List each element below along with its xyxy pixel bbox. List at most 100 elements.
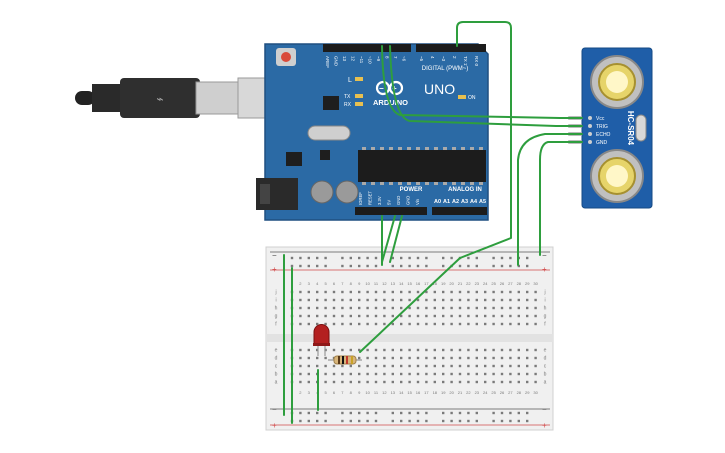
power-label: POWER <box>400 187 423 193</box>
row-label: c <box>275 364 278 370</box>
column-number: 24 <box>483 390 488 395</box>
column-number: 6 <box>333 281 336 286</box>
row-label: j <box>274 290 276 296</box>
column-number: 21 <box>458 390 463 395</box>
top-pin-label: ~3 <box>441 56 446 62</box>
row-label: a <box>544 380 547 386</box>
column-number: 9 <box>358 281 361 286</box>
power-pin-label: Vin <box>415 198 420 205</box>
column-number: 12 <box>382 281 387 286</box>
column-number: 17 <box>424 281 429 286</box>
wire-vcc <box>517 133 583 266</box>
row-label: a <box>275 380 278 386</box>
usb-chip <box>323 96 339 110</box>
column-number: 19 <box>441 281 446 286</box>
column-number: 13 <box>391 390 396 395</box>
column-number: 19 <box>441 390 446 395</box>
column-number: 9 <box>358 390 361 395</box>
column-number: 6 <box>333 390 336 395</box>
row-label: f <box>275 322 277 328</box>
column-number: 25 <box>491 281 496 286</box>
bottom-rail-minus-left: − <box>272 405 277 414</box>
row-label: i <box>275 298 276 304</box>
wire-pin2-to-resistor <box>359 21 512 353</box>
column-number: 14 <box>399 390 404 395</box>
column-number: 29 <box>525 281 530 286</box>
center-channel <box>266 334 553 342</box>
row-label: d <box>544 356 547 362</box>
top-pin-label: ~10 <box>368 56 373 64</box>
analog-pin-label: A1 <box>443 199 450 205</box>
column-number: 28 <box>517 281 522 286</box>
column-number: 11 <box>374 390 379 395</box>
column-number: 16 <box>416 281 421 286</box>
top-pin-label: ~5 <box>419 56 424 62</box>
analog-pin-label: A2 <box>452 199 459 205</box>
bottom-rail-plus-left: + <box>272 421 277 430</box>
column-number: 26 <box>500 281 505 286</box>
sensor-name: HC-SR04 <box>626 111 635 146</box>
top-pin-label: 7 <box>393 56 398 59</box>
led-body <box>313 324 330 345</box>
row-label: e <box>544 348 547 354</box>
column-number: 8 <box>350 281 353 286</box>
wire-gnd-sensor <box>539 141 583 256</box>
top-rail-plus-left: + <box>272 265 277 274</box>
tx-label: TX <box>344 94 351 100</box>
top-pin-label: ~6 <box>402 56 407 62</box>
sensor-pin-label: ECHO <box>596 132 611 138</box>
column-number: 18 <box>433 390 438 395</box>
column-number: 30 <box>533 281 538 286</box>
rx-label: RX <box>344 102 352 108</box>
power-pin-label: 3.3V <box>377 196 382 205</box>
top-pin-label: TX 1 <box>463 56 468 66</box>
top-pin-label: ~11 <box>359 56 364 64</box>
power-pin-label: RESET <box>368 191 373 205</box>
capacitor-2 <box>335 180 359 204</box>
digital-header-left <box>323 44 411 52</box>
column-number: 12 <box>382 390 387 395</box>
column-number: 2 <box>299 281 302 286</box>
analog-header <box>432 207 487 215</box>
column-number: 15 <box>407 281 412 286</box>
bottom-rail-plus-right: + <box>542 421 547 430</box>
wire-gnd-b <box>389 215 403 263</box>
row-label: g <box>275 314 278 320</box>
usb-icon: ⌁ <box>156 92 163 106</box>
row-label: h <box>544 306 547 312</box>
arduino-logo-icon: − + <box>375 80 404 96</box>
arduino-logo-text: ARDUINO <box>373 98 408 107</box>
column-number: 29 <box>525 390 530 395</box>
column-number: 26 <box>500 390 505 395</box>
analog-pin-label: A4 <box>470 199 478 205</box>
column-number: 13 <box>391 281 396 286</box>
top-pin-label: GND <box>334 56 339 67</box>
column-number: 20 <box>449 281 454 286</box>
analog-pin-label: A0 <box>434 199 441 205</box>
wire-trig <box>381 45 583 119</box>
analog-label: ANALOG IN <box>448 187 482 193</box>
row-label: c <box>544 364 547 370</box>
column-number: 27 <box>508 281 513 286</box>
row-label: b <box>275 372 278 378</box>
column-number: 23 <box>475 390 480 395</box>
digital-label: DIGITAL (PWM~) <box>422 66 469 72</box>
column-number: 17 <box>424 390 429 395</box>
row-label: e <box>275 348 278 354</box>
l-label: L <box>348 77 352 84</box>
column-number: 7 <box>341 281 344 286</box>
column-number: 24 <box>483 281 488 286</box>
column-number: 25 <box>491 390 496 395</box>
row-label: f <box>544 322 546 328</box>
wire-gnd-a <box>381 215 396 263</box>
sensor-pin-label: TRIG <box>596 124 608 130</box>
top-rail-minus-right: − <box>542 251 547 260</box>
column-number: 28 <box>517 390 522 395</box>
row-label: b <box>544 372 547 378</box>
row-label: h <box>275 306 278 312</box>
breadboard: − + − + − + − + 112233445566778899101011… <box>265 246 554 431</box>
column-number: 14 <box>399 281 404 286</box>
